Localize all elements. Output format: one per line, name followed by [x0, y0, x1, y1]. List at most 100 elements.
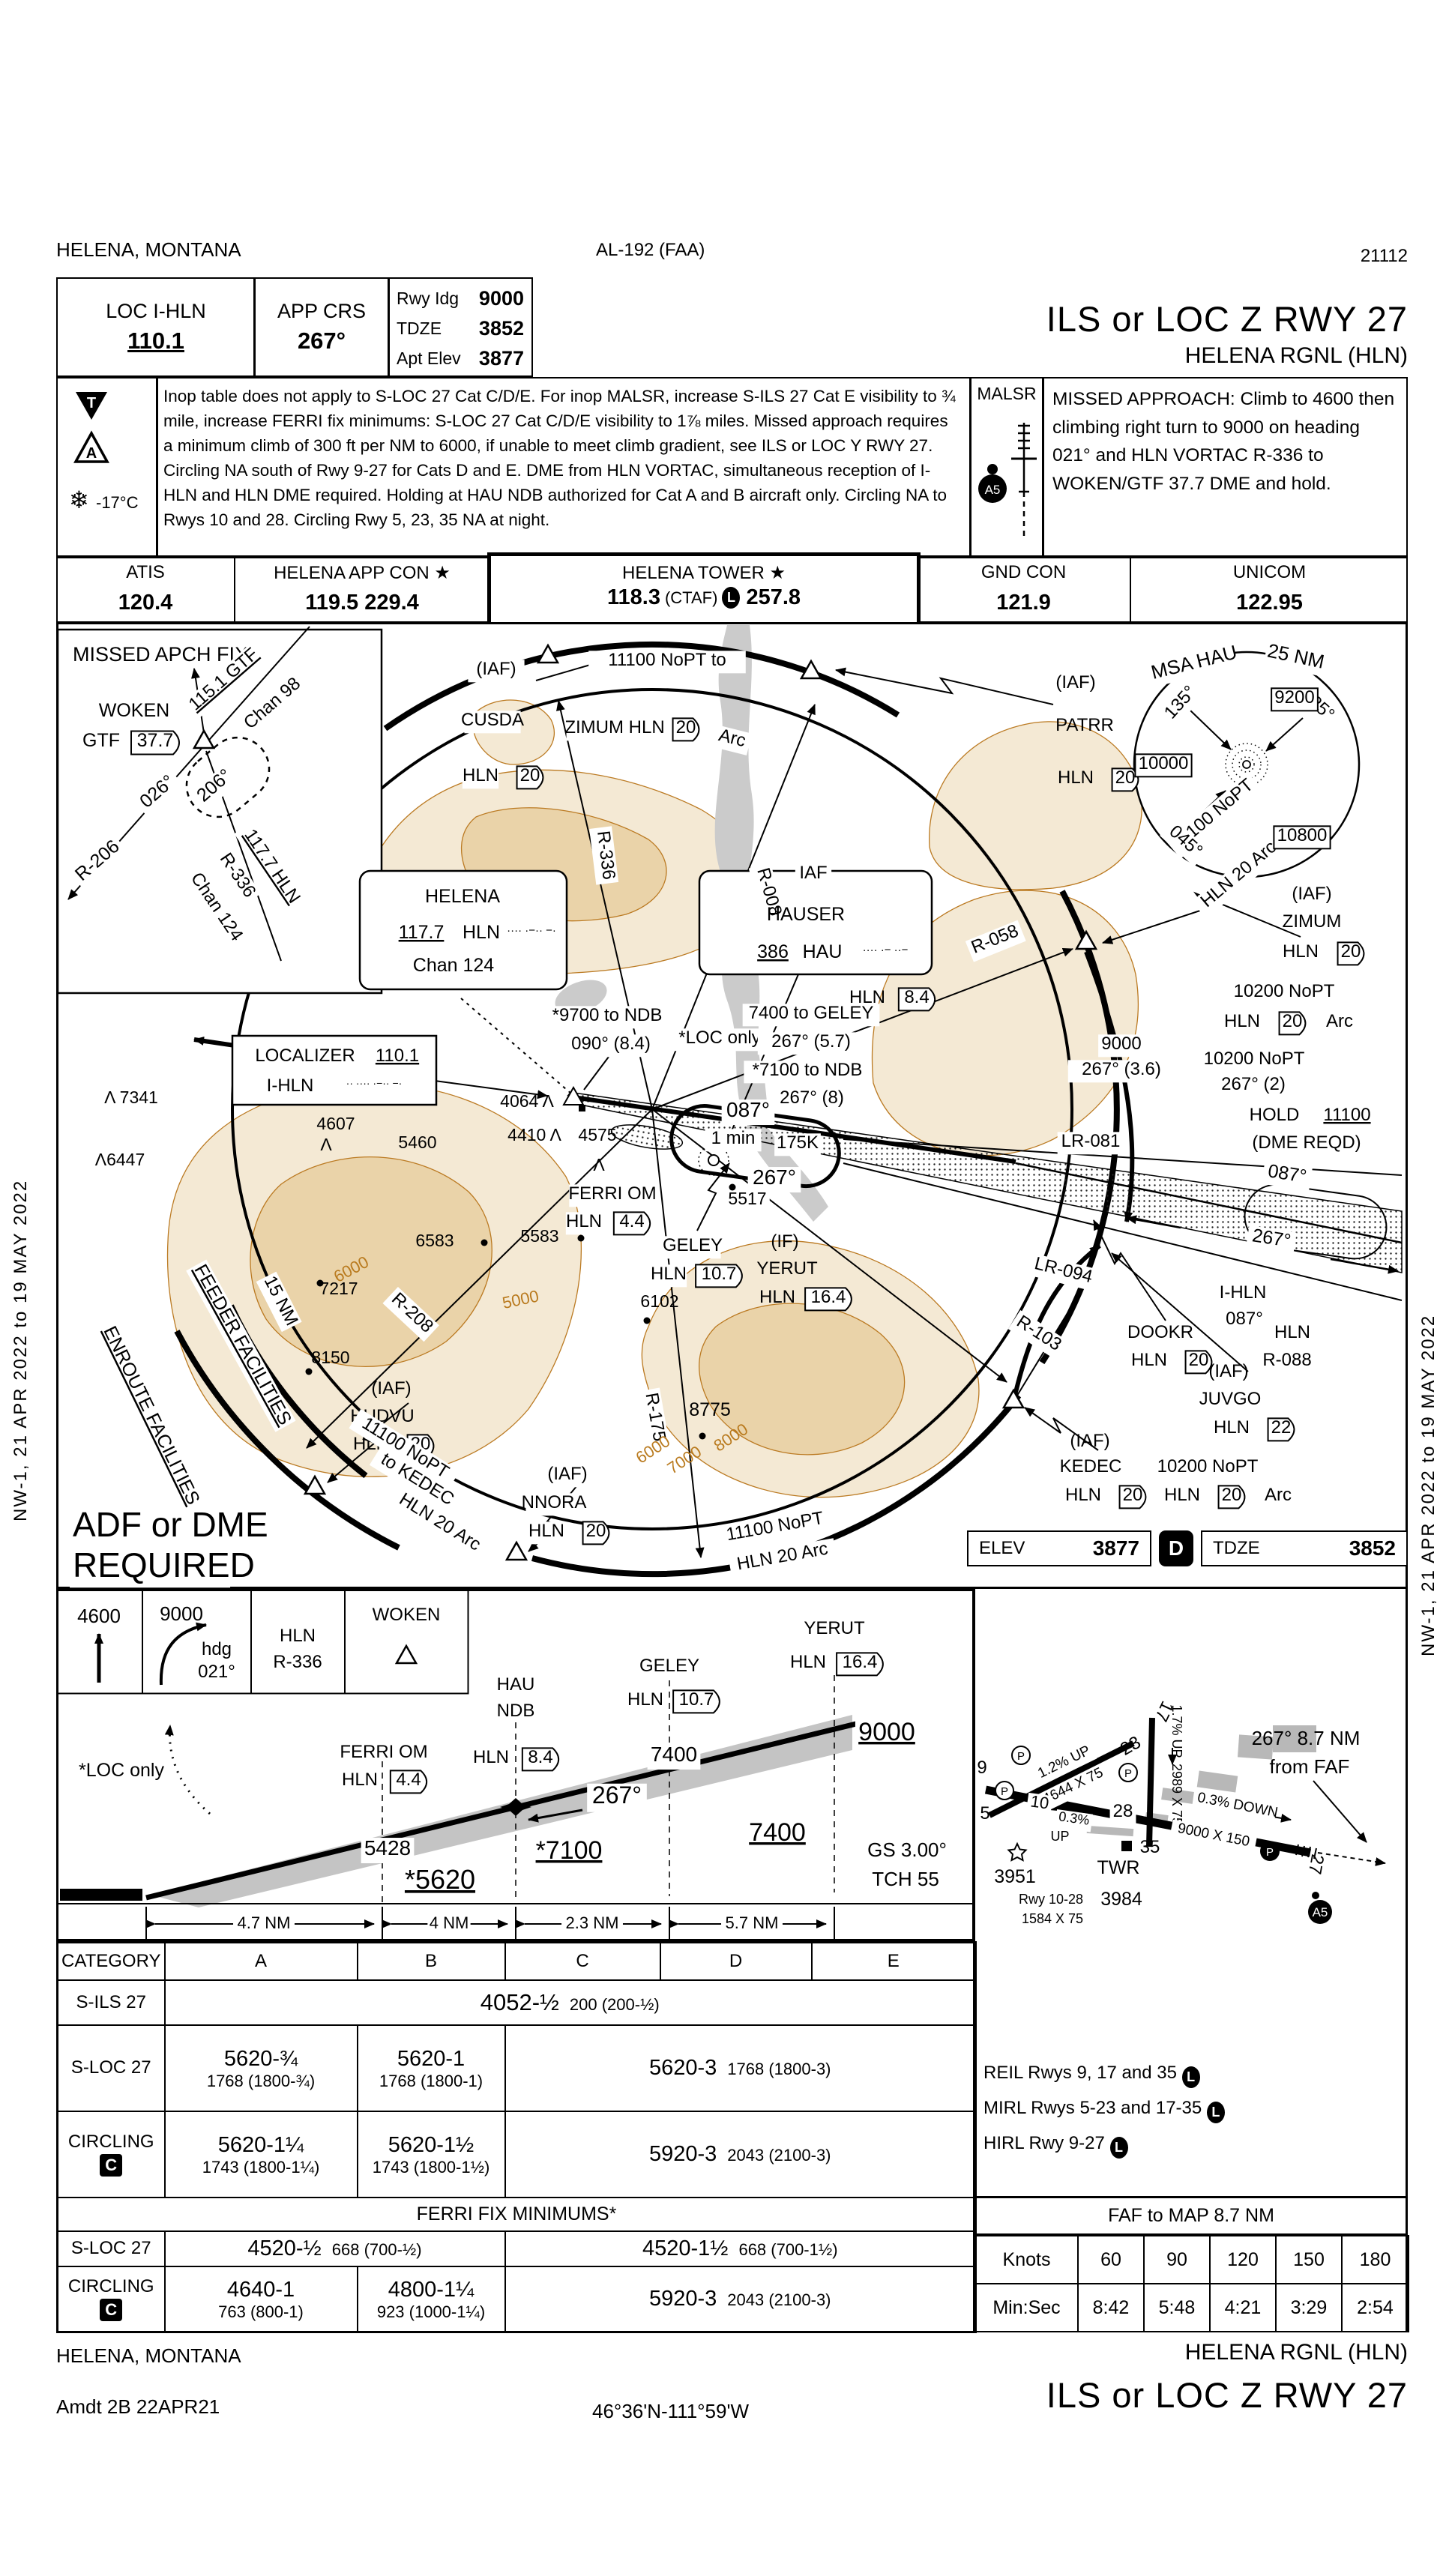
chart-label: (IAF) — [476, 659, 516, 679]
right-edge-date-strip: NW-1, 21 APR 2022 to 19 MAY 2022 — [1418, 1314, 1439, 1656]
label-bg — [462, 766, 499, 789]
footer-airport-name: HELENA RGNL (HLN) — [1184, 2340, 1408, 2365]
chart-label: 10.7 — [679, 1689, 714, 1710]
chart-label: 087° — [1226, 1309, 1263, 1329]
chart-label: Arc — [1265, 1485, 1292, 1505]
label-bg — [855, 1719, 919, 1750]
chart-label: *5620 — [405, 1864, 475, 1895]
value-box — [1278, 1011, 1307, 1036]
chart-label: 20 — [1341, 941, 1361, 962]
value-box — [389, 1770, 428, 1794]
column-divider — [973, 1589, 975, 2332]
gnd-label: GND CON — [980, 562, 1067, 582]
minsec-150: 3:29 — [1275, 2283, 1343, 2332]
spot-elevation-dot — [643, 1317, 651, 1324]
hirl-l-badge: L — [1109, 2137, 1128, 2159]
chart-label: 9200 — [1274, 687, 1314, 708]
chart-label: LOCALIZER — [255, 1046, 355, 1066]
label-bg — [388, 1485, 490, 1562]
chart-label: R-088 — [1262, 1350, 1311, 1370]
label-bg — [256, 1271, 302, 1333]
spot-elevation-dot — [305, 1368, 313, 1375]
chart-label: 10200 NoPT — [1157, 1456, 1259, 1476]
value-box — [1111, 767, 1139, 792]
tdze-label: TDZE — [397, 319, 442, 338]
chart-label: GELEY — [639, 1656, 699, 1676]
takeoff-minimums-icon: T — [73, 390, 109, 426]
label-bg — [133, 768, 185, 818]
label-bg — [774, 1133, 821, 1156]
chart-label: HELENA — [425, 886, 500, 907]
label-bg — [1214, 1283, 1271, 1306]
chart-label: 9000 — [1101, 1034, 1141, 1054]
unicom-label: UNICOM — [1232, 562, 1307, 582]
chart-label: HLN — [1274, 1322, 1310, 1342]
chart-label: TWR — [1097, 1857, 1140, 1878]
chart-label: 7400 to GELEY — [749, 1003, 874, 1023]
apt-elev-label: Apt Elev — [397, 349, 461, 368]
chart-label: WOKEN — [99, 700, 169, 721]
label-bg — [1160, 818, 1210, 867]
chart-label: 8150 — [311, 1348, 349, 1367]
chart-label: UP — [1050, 1829, 1069, 1844]
tdze-box-label: TDZE — [1213, 1538, 1260, 1558]
tdze-box-value: 3852 — [1349, 1536, 1396, 1560]
category-header: CATEGORY — [56, 1941, 166, 1981]
label-bg — [561, 1914, 623, 1936]
chart-label: REQUIRED — [73, 1545, 255, 1584]
appcon-label: HELENA APP CON ★ — [274, 563, 451, 583]
label-bg — [768, 1088, 855, 1111]
label-bg — [566, 718, 663, 741]
fix-triangle-zimum — [1074, 929, 1098, 950]
chart-label: 8.4 — [528, 1747, 552, 1767]
knots-150: 150 — [1275, 2235, 1343, 2284]
chart-label: HAU — [803, 941, 843, 962]
chart-label: Rwy 10-28 — [1019, 1892, 1083, 1907]
tower-square — [1121, 1841, 1132, 1851]
value-box — [1217, 1485, 1246, 1509]
header-al-number: AL-192 (FAA) — [596, 240, 705, 260]
loc-label: LOC I-HLN — [106, 300, 206, 322]
chart-label: 110.1 — [376, 1046, 419, 1066]
label-bg — [96, 1324, 203, 1509]
mirl-l-badge: L — [1206, 2102, 1225, 2123]
comms-div-3 — [1130, 557, 1131, 623]
chart-label: 267° 8.7 NM — [1252, 1727, 1361, 1749]
label-bg — [70, 1548, 231, 1588]
knots-60: 60 — [1077, 2235, 1145, 2284]
label-bg — [744, 1061, 871, 1084]
runway-symbol — [60, 1889, 142, 1901]
apron-buildings — [1086, 1725, 1316, 1837]
chart-label: HLN — [463, 922, 500, 943]
chart-label: 5 — [980, 1803, 989, 1824]
chart-label: 28 — [1113, 1801, 1133, 1821]
footer-procedure-title: ILS or LOC Z RWY 27 — [1046, 2375, 1408, 2415]
value-box — [612, 1211, 651, 1236]
label-bg — [525, 1493, 582, 1516]
value-box — [1184, 1350, 1213, 1375]
tdze-box: TDZE 3852 — [1201, 1530, 1408, 1566]
label-bg — [725, 1190, 770, 1213]
elev-value: 3877 — [1092, 1536, 1139, 1560]
chart-label: 4410 Λ — [507, 1125, 561, 1144]
chart-label: 22 — [1271, 1417, 1292, 1438]
spot-elevation-dot — [729, 1183, 736, 1191]
holding-pattern-dme — [1244, 1183, 1388, 1260]
label-bg — [361, 1838, 415, 1864]
appcon-value: 119.5 229.4 — [305, 591, 419, 615]
chart-label: YERUT — [804, 1618, 865, 1638]
mirl-note: MIRL Rwys 5-23 and 17-35 — [983, 2098, 1202, 2118]
chart-label: (DME REQD) — [1252, 1132, 1361, 1153]
label-bg — [795, 863, 832, 887]
notes-divider-3 — [1042, 377, 1044, 557]
minsec-180: 2:54 — [1341, 2283, 1409, 2332]
label-bg — [70, 1508, 269, 1548]
label-bg — [234, 821, 307, 914]
